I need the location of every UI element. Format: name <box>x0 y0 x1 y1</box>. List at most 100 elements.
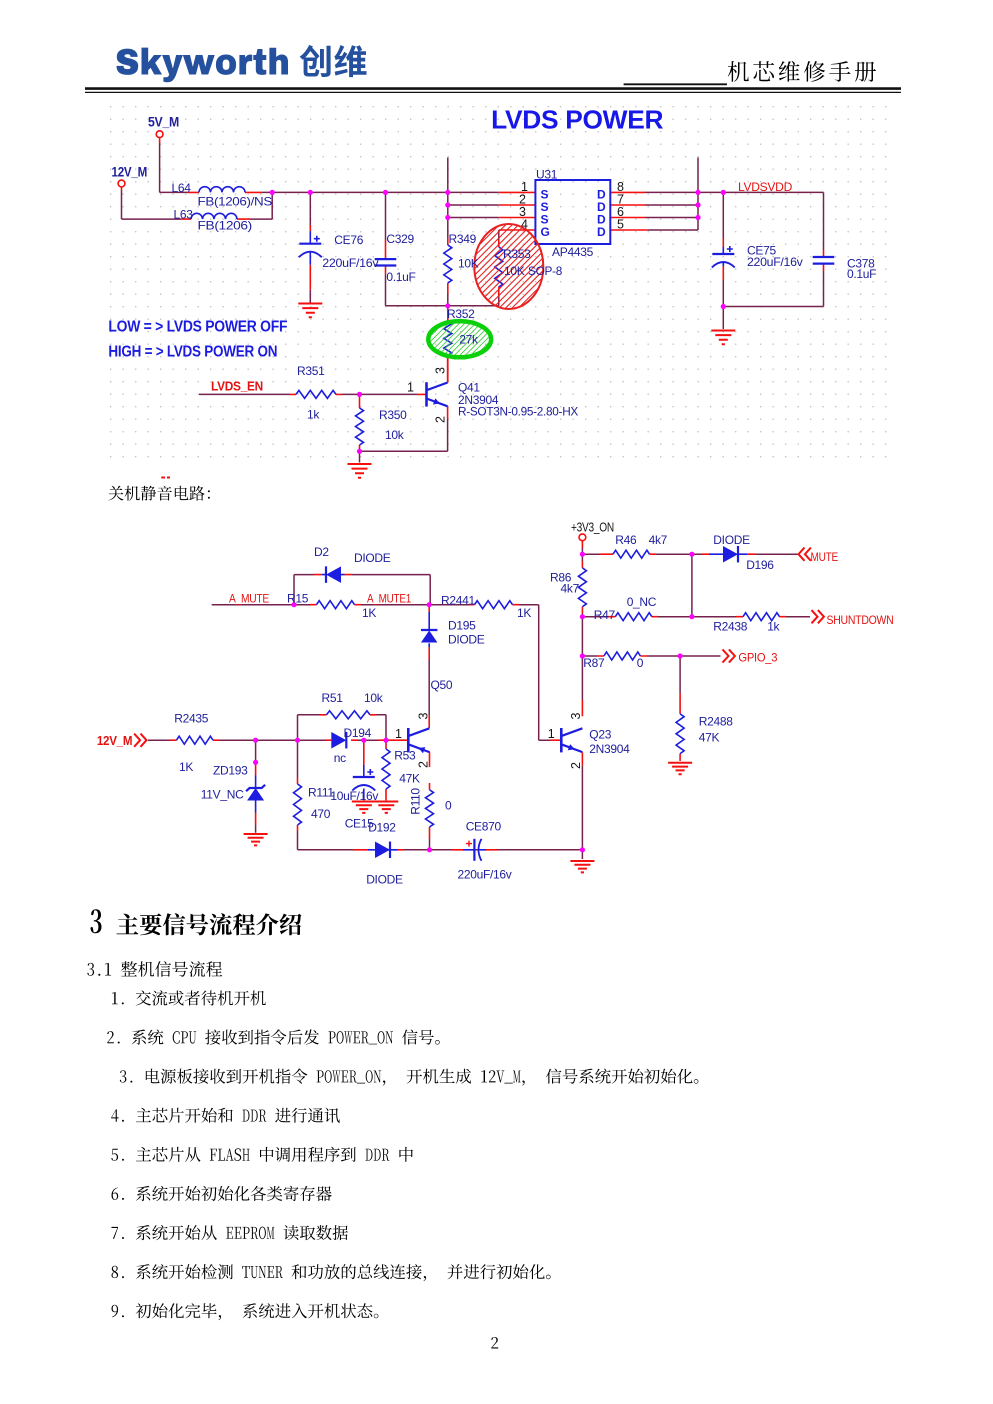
svg-text:220uF/16v: 220uF/16v <box>747 255 803 269</box>
svg-text:L63: L63 <box>174 208 194 222</box>
svg-text:470: 470 <box>311 807 331 821</box>
svg-text:LVDSVDD: LVDSVDD <box>738 180 793 194</box>
svg-text:LVDS POWER: LVDS POWER <box>491 104 664 134</box>
svg-text:GPIO_3: GPIO_3 <box>738 650 777 664</box>
svg-text:10k: 10k <box>385 428 405 442</box>
svg-text:AP4435: AP4435 <box>552 245 594 259</box>
svg-text:1K: 1K <box>517 606 531 620</box>
svg-text:3: 3 <box>417 713 431 720</box>
svg-text:R15: R15 <box>287 592 309 606</box>
svg-text:FB(1206)/NS: FB(1206)/NS <box>198 195 273 209</box>
svg-text:R351: R351 <box>297 364 325 378</box>
svg-text:DIODE: DIODE <box>713 533 750 547</box>
svg-text:1k: 1k <box>767 620 780 634</box>
svg-text:2: 2 <box>434 416 448 423</box>
svg-text:LVDS_EN: LVDS_EN <box>211 379 263 394</box>
svg-text:D195: D195 <box>448 619 476 633</box>
svg-text:R2488: R2488 <box>699 715 733 729</box>
svg-text:2: 2 <box>569 762 583 769</box>
svg-text:SOP-8: SOP-8 <box>528 264 563 278</box>
svg-text:nc: nc <box>334 751 346 765</box>
svg-text:D2: D2 <box>314 545 329 559</box>
svg-text:G: G <box>541 225 550 239</box>
svg-text:D192: D192 <box>368 821 396 835</box>
svg-text:1K: 1K <box>179 760 193 774</box>
svg-text:D: D <box>597 225 606 239</box>
svg-text:R111: R111 <box>308 786 334 800</box>
svg-text:6: 6 <box>617 205 624 219</box>
svg-text:CE15: CE15 <box>345 817 374 831</box>
svg-text:220uF/16v: 220uF/16v <box>458 868 512 882</box>
svg-text:R352: R352 <box>447 307 475 321</box>
svg-text:R353: R353 <box>503 247 531 261</box>
svg-text:1: 1 <box>407 381 414 395</box>
svg-text:5: 5 <box>617 218 624 232</box>
svg-text:3: 3 <box>519 205 526 219</box>
svg-text:11V_NC: 11V_NC <box>201 788 244 802</box>
svg-text:D196: D196 <box>746 558 774 572</box>
svg-text:0_NC: 0_NC <box>627 595 657 609</box>
svg-text:R47: R47 <box>594 608 616 622</box>
svg-text:SHUNTDOWN: SHUNTDOWN <box>827 613 894 627</box>
svg-text:C378: C378 <box>847 257 875 271</box>
svg-text:R2441: R2441 <box>441 594 475 608</box>
svg-text:L64: L64 <box>172 181 192 195</box>
svg-text:1: 1 <box>548 727 555 741</box>
svg-text:DIODE: DIODE <box>448 633 485 647</box>
svg-text:R-SOT3N-0.95-2.80-HX: R-SOT3N-0.95-2.80-HX <box>458 405 578 419</box>
svg-text:220uF/16v: 220uF/16v <box>322 256 378 270</box>
svg-text:2: 2 <box>417 761 431 768</box>
svg-text:D: D <box>597 200 606 214</box>
svg-text:D194: D194 <box>344 726 372 740</box>
svg-text:R2435: R2435 <box>174 712 208 726</box>
svg-text:CE75: CE75 <box>747 244 776 258</box>
svg-text:CE76: CE76 <box>334 233 363 247</box>
svg-text:47K: 47K <box>699 731 720 745</box>
svg-text:1: 1 <box>395 727 402 741</box>
svg-text:S: S <box>541 200 549 214</box>
svg-text:7: 7 <box>617 193 624 207</box>
svg-text:R349: R349 <box>449 232 477 246</box>
svg-text:ZD193: ZD193 <box>213 764 248 778</box>
svg-text:12V_M: 12V_M <box>97 733 132 748</box>
svg-text:LOW = > LVDS POWER OFF: LOW = > LVDS POWER OFF <box>108 319 287 336</box>
svg-text:1K: 1K <box>362 606 376 620</box>
svg-text:C329: C329 <box>386 232 414 246</box>
svg-text:R46: R46 <box>615 533 637 547</box>
svg-text:MUTE: MUTE <box>811 550 839 564</box>
svg-text:3: 3 <box>434 367 448 374</box>
svg-text:8: 8 <box>617 180 624 194</box>
svg-text:Q41: Q41 <box>458 381 480 395</box>
svg-text:R86: R86 <box>550 571 572 585</box>
svg-text:R51: R51 <box>322 691 344 705</box>
svg-text:10K: 10K <box>504 264 525 278</box>
svg-text:4k7: 4k7 <box>561 582 580 596</box>
svg-text:U31: U31 <box>536 168 558 182</box>
svg-text:1k: 1k <box>307 408 320 422</box>
svg-text:12V_M: 12V_M <box>112 165 148 180</box>
svg-text:DIODE: DIODE <box>354 551 391 565</box>
svg-text:Q23: Q23 <box>589 728 611 742</box>
svg-text:Q50: Q50 <box>431 678 453 692</box>
svg-text:DIODE: DIODE <box>366 873 403 887</box>
svg-text:HIGH = > LVDS POWER ON: HIGH = > LVDS POWER ON <box>108 344 277 361</box>
svg-text:R110: R110 <box>409 788 423 815</box>
svg-text:FB(1206): FB(1206) <box>198 219 253 233</box>
svg-text:R53: R53 <box>394 749 416 763</box>
svg-text:D: D <box>597 213 606 227</box>
svg-text:+3V3_ON: +3V3_ON <box>571 521 614 535</box>
svg-text:2N3904: 2N3904 <box>589 742 630 756</box>
svg-text:10uF/16v: 10uF/16v <box>330 789 378 803</box>
svg-text:2N3904: 2N3904 <box>458 393 499 407</box>
svg-text:2: 2 <box>519 193 526 207</box>
svg-text:10k: 10k <box>364 691 384 705</box>
svg-text:3: 3 <box>569 713 583 720</box>
svg-text:CE870: CE870 <box>466 820 502 834</box>
svg-text:0.1uF: 0.1uF <box>386 270 415 284</box>
svg-text:5V_M: 5V_M <box>148 115 179 130</box>
svg-text:10K: 10K <box>458 257 479 271</box>
svg-text:0: 0 <box>445 799 452 813</box>
svg-text:4: 4 <box>521 218 528 232</box>
svg-text:A_MUTE: A_MUTE <box>229 592 269 606</box>
svg-text:47K: 47K <box>399 772 420 786</box>
